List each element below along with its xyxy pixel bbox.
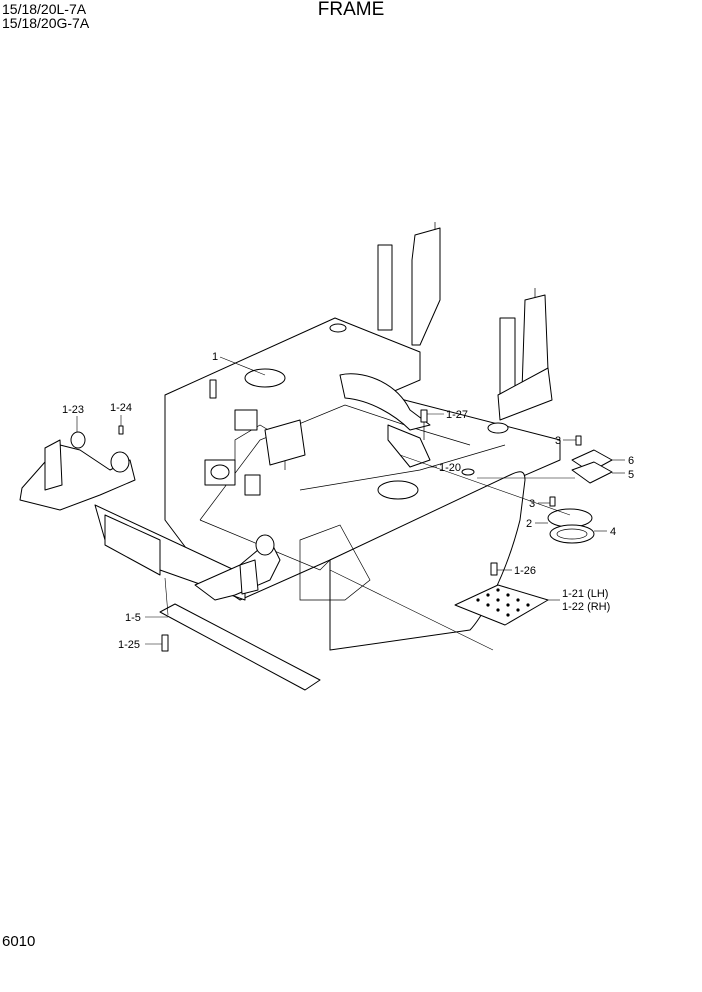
callout-5: 5 <box>628 469 634 481</box>
page-number: 6010 <box>2 933 36 950</box>
callout-3-upper: 3 <box>555 435 561 447</box>
separate-parts-drawing <box>70 409 613 691</box>
callout-3-lower: 3 <box>529 498 535 510</box>
callout-2: 2 <box>526 518 532 530</box>
model-line-1: 15/18/20L-7A <box>2 1 87 17</box>
leader-lines <box>76 356 625 651</box>
callout-1-25: 1-25 <box>118 639 140 651</box>
main-frame-drawing <box>19 222 561 651</box>
callout-labels: 1 1-23 1-24 1-27 1-20 3 6 5 3 2 4 1-26 1… <box>62 351 634 651</box>
callout-1-26: 1-26 <box>514 565 536 577</box>
callout-1-27: 1-27 <box>446 409 468 421</box>
callout-1: 1 <box>212 351 218 363</box>
callout-1-5: 1-5 <box>125 612 141 624</box>
callout-1-21-lh: 1-21 (LH) <box>562 588 608 600</box>
callout-1-22-rh: 1-22 (RH) <box>562 601 610 613</box>
page-title: FRAME <box>317 0 385 20</box>
callout-1-20: 1-20 <box>439 462 461 474</box>
callout-6: 6 <box>628 455 634 467</box>
callout-1-23: 1-23 <box>62 404 84 416</box>
model-line-2: 15/18/20G-7A <box>2 15 90 31</box>
callout-4: 4 <box>610 526 616 538</box>
callout-1-24: 1-24 <box>110 402 132 414</box>
